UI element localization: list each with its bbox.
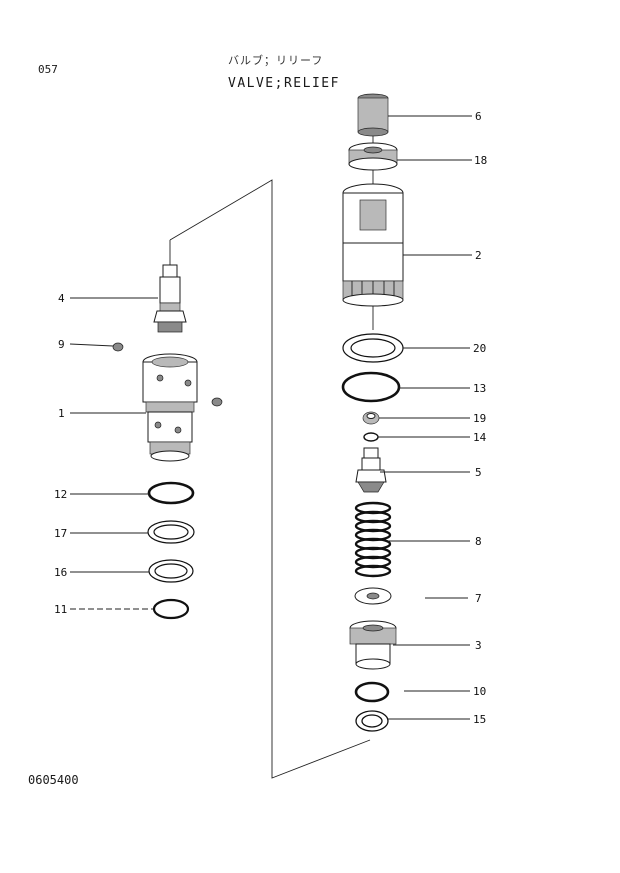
assembly-connector-line <box>169 179 371 779</box>
plug-icon <box>112 342 124 352</box>
callout-14: 14 <box>473 431 487 444</box>
poppet-icon <box>355 447 387 493</box>
backup-ring-icon <box>148 559 194 583</box>
stem-icon <box>153 264 187 333</box>
callout-20: 20 <box>473 342 486 355</box>
callout-9: 9 <box>58 338 65 351</box>
spring-icon <box>354 501 392 578</box>
callout-17: 17 <box>54 527 67 540</box>
callout-15: 15 <box>473 713 486 726</box>
washer-icon <box>354 587 392 605</box>
callout-7: 7 <box>475 592 482 605</box>
callout-8: 8 <box>475 535 482 548</box>
callout-11: 11 <box>54 603 67 616</box>
title-japanese: バルブ；リリーフ <box>228 54 324 67</box>
adjust-screw-icon <box>357 93 389 137</box>
callout-6: 6 <box>475 110 482 123</box>
callout-10: 10 <box>473 685 486 698</box>
callout-19: 19 <box>473 412 486 425</box>
backup-ring-icon <box>147 520 195 544</box>
callout-2: 2 <box>475 249 482 262</box>
o-ring-icon <box>363 432 379 442</box>
callout-3: 3 <box>475 639 482 652</box>
o-ring-icon <box>341 371 401 403</box>
nut-icon <box>348 142 398 171</box>
drawing-number: 0605400 <box>28 773 79 787</box>
callout-12: 12 <box>54 488 67 501</box>
callout-4: 4 <box>58 292 65 305</box>
spring-seat-icon <box>349 620 397 670</box>
right-leader-lines <box>378 115 472 720</box>
o-ring-icon <box>152 598 190 620</box>
callout-13: 13 <box>473 382 486 395</box>
callout-5: 5 <box>475 466 482 479</box>
spring-coil <box>354 564 392 578</box>
seat-ring-icon <box>362 411 380 425</box>
callout-18: 18 <box>474 154 487 167</box>
backup-ring-icon <box>342 333 404 363</box>
left-leader-lines <box>69 297 158 610</box>
backup-ring-icon <box>355 710 389 732</box>
callout-1: 1 <box>58 407 65 420</box>
title-english: VALVE;RELIEF <box>228 76 340 91</box>
callout-16: 16 <box>54 566 67 579</box>
o-ring-icon <box>354 681 390 703</box>
valve-body-icon <box>142 353 198 462</box>
o-ring-icon <box>147 481 195 505</box>
page-number: 057 <box>38 63 58 76</box>
plug-icon <box>211 397 223 407</box>
housing-icon <box>342 183 404 307</box>
